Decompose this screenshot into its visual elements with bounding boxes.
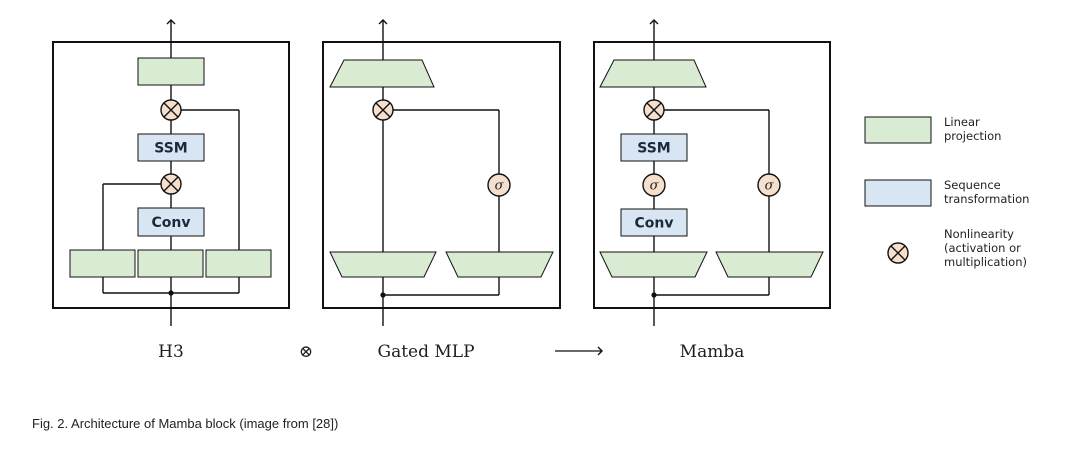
legend-sequence-label: Sequence transformation	[944, 178, 1029, 206]
legend-sequence-swatch	[864, 179, 932, 207]
mamba-sigma-left: σ	[642, 173, 666, 197]
gated-mlp-multiply	[372, 99, 394, 121]
mamba-output-projection	[599, 59, 707, 88]
gated-mlp-output-projection	[329, 59, 435, 88]
h3-input-projection-2	[137, 249, 204, 278]
legend: Linear projection Sequence transformatio…	[864, 115, 1029, 269]
h3-wires	[102, 19, 240, 326]
mamba-block: SSM σ σ Conv Mamba	[593, 19, 831, 362]
mamba-frame	[593, 41, 831, 309]
h3-ssm-label: SSM	[154, 141, 187, 157]
h3-output-projection	[137, 57, 205, 86]
mamba-sigma-right: σ	[757, 173, 781, 197]
combine-symbol: ⊗	[299, 342, 313, 362]
gated-mlp-sigma: σ	[487, 173, 511, 197]
h3-multiply-top	[160, 99, 182, 121]
h3-input-projection-3	[205, 249, 272, 278]
h3-conv-label: Conv	[152, 215, 191, 231]
h3-block: SSM Conv H3	[52, 19, 290, 362]
mamba-title: Mamba	[680, 342, 745, 362]
legend-linear-label: Linear projection	[944, 115, 1001, 143]
legend-nonlinearity-icon	[887, 242, 909, 264]
gated-mlp-input-projection-left	[329, 251, 437, 278]
mamba-input-projection-left	[599, 251, 708, 278]
gated-mlp-block: σ Gated MLP	[322, 19, 561, 362]
mamba-multiply	[643, 99, 665, 121]
figure-caption: Fig. 2. Architecture of Mamba block (ima…	[32, 416, 339, 431]
h3-ssm-box	[137, 133, 205, 162]
legend-nonlinearity-label: Nonlinearity (activation or multiplicati…	[944, 227, 1027, 269]
gated-mlp-wires	[378, 19, 500, 326]
mamba-conv-box	[620, 208, 688, 237]
h3-title: H3	[158, 342, 184, 362]
legend-linear-swatch	[864, 116, 932, 144]
mamba-ssm-label: SSM	[637, 141, 670, 157]
gated-mlp-frame	[322, 41, 561, 309]
mamba-ssm-box	[620, 133, 688, 162]
mamba-sigma-left-label: σ	[650, 179, 660, 194]
h3-multiply-mid	[160, 173, 182, 195]
gated-mlp-sigma-label: σ	[495, 179, 505, 194]
h3-conv-box	[137, 207, 205, 237]
mamba-sigma-right-label: σ	[765, 179, 775, 194]
mamba-conv-label: Conv	[635, 216, 674, 232]
mamba-wires	[649, 19, 770, 326]
mamba-input-projection-right	[715, 251, 824, 278]
h3-input-projection-1	[69, 249, 136, 278]
gated-mlp-title: Gated MLP	[377, 342, 474, 362]
gated-mlp-input-projection-right	[445, 251, 554, 278]
